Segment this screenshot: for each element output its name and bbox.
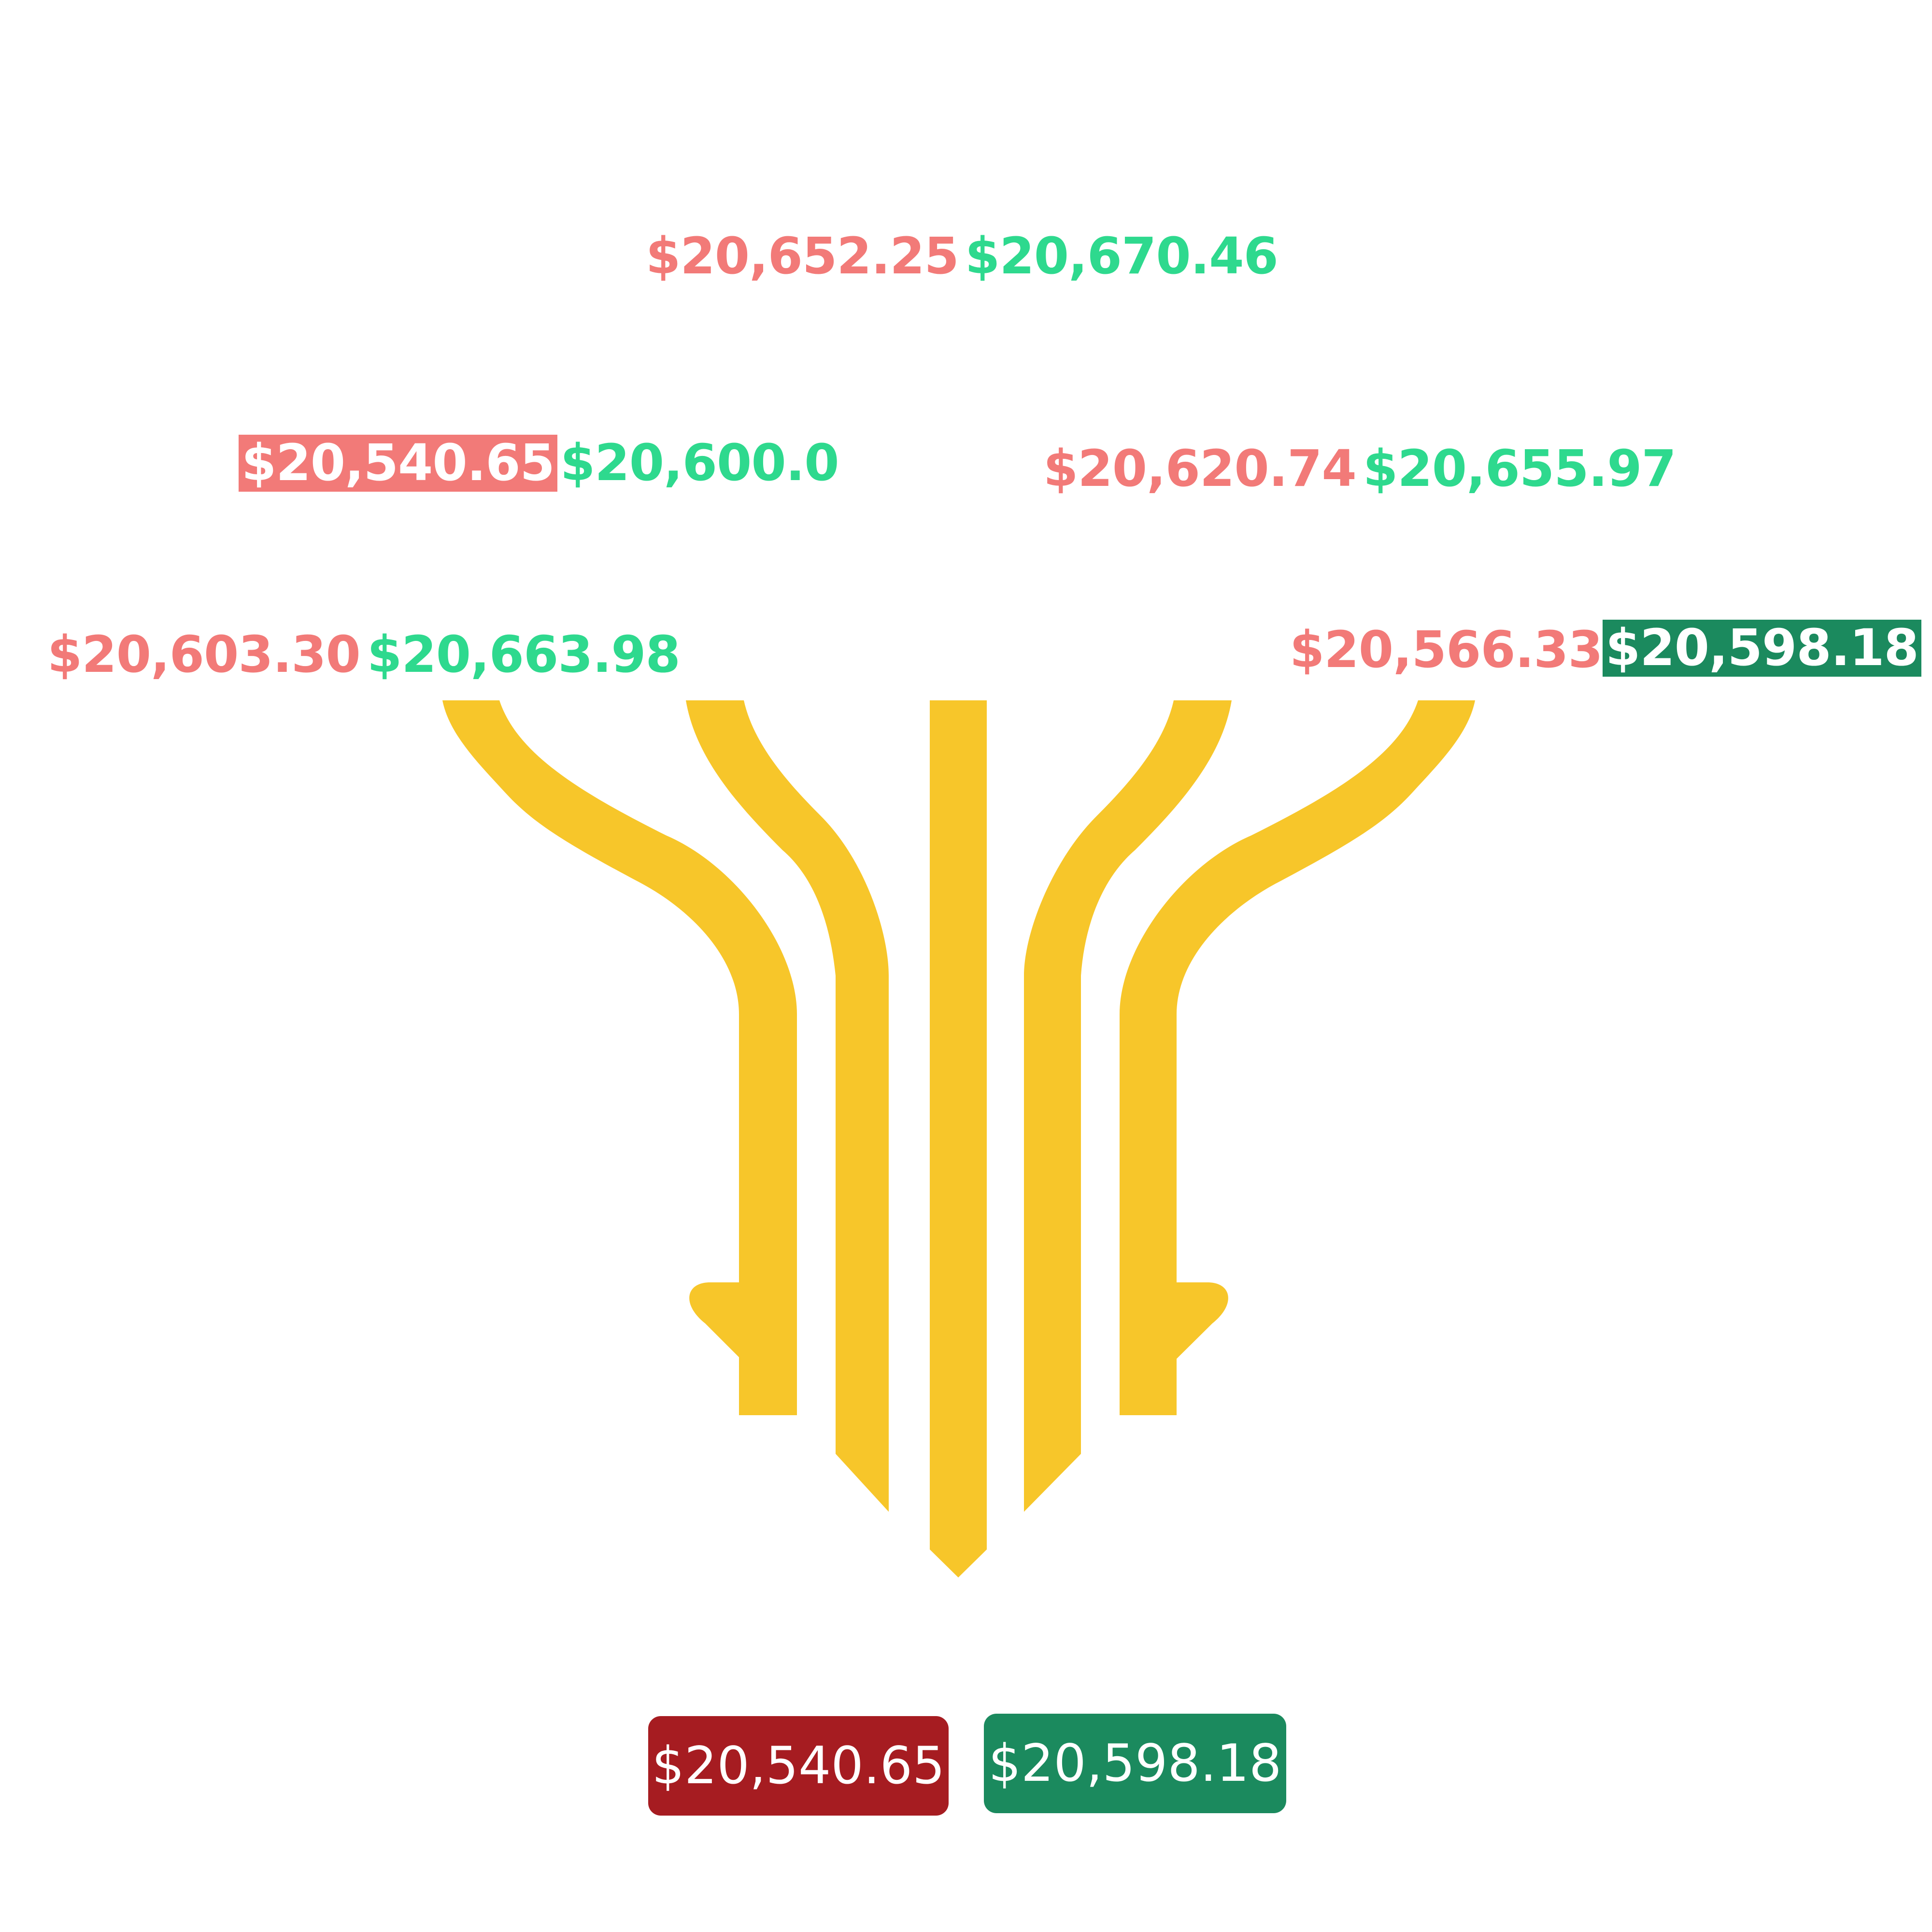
lower-right-low-price: $20,566.33: [1290, 620, 1603, 679]
upper-right-low-price: $20,620.74: [1043, 439, 1357, 498]
arrowhead-outer-right: [1120, 1282, 1228, 1415]
arrow-inner-right: [1024, 700, 1232, 1512]
lower-right-high-price: $20,598.18: [1603, 620, 1921, 677]
arrow-inner-left: [686, 700, 889, 1512]
top-high-price: $20,670.46: [965, 227, 1279, 285]
lower-left-high-price: $20,663.98: [367, 625, 681, 684]
arrow-center: [930, 700, 987, 1577]
top-low-price: $20,652.25: [646, 227, 959, 285]
arrow-outer-left: [442, 700, 797, 1415]
arrow-outer-right: [1120, 700, 1475, 1415]
result-low-price: $20,540.65: [648, 1716, 949, 1816]
upper-left-high-price: $20,600.0: [560, 433, 839, 492]
arrowhead-outer-left: [689, 1282, 797, 1415]
upper-left-low-price: $20,540.65: [239, 435, 557, 492]
result-high-price: $20,598.18: [984, 1714, 1286, 1813]
upper-right-high-price: $20,655.97: [1363, 439, 1676, 498]
lower-left-low-price: $20,603.30: [47, 625, 361, 684]
